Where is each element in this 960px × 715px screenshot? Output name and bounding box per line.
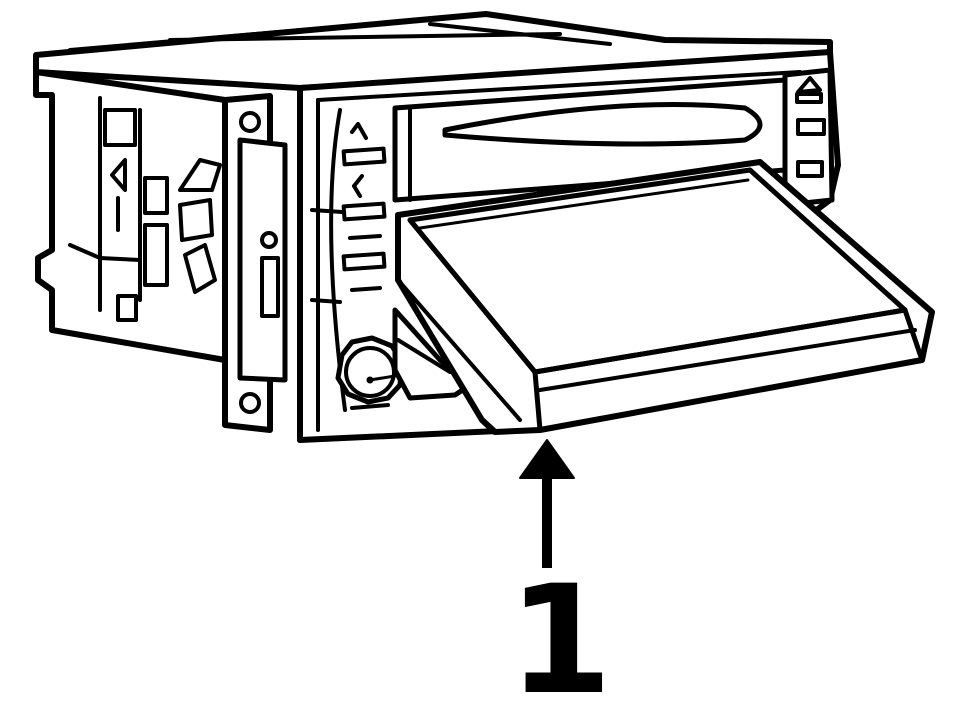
right-button-column xyxy=(782,67,835,208)
volume-knob xyxy=(335,335,405,405)
callout-arrow xyxy=(519,439,575,568)
fold-down-display xyxy=(392,159,935,435)
callout-number: 1 xyxy=(508,554,613,715)
eject-button xyxy=(795,76,823,104)
mounting-bracket xyxy=(222,93,288,433)
